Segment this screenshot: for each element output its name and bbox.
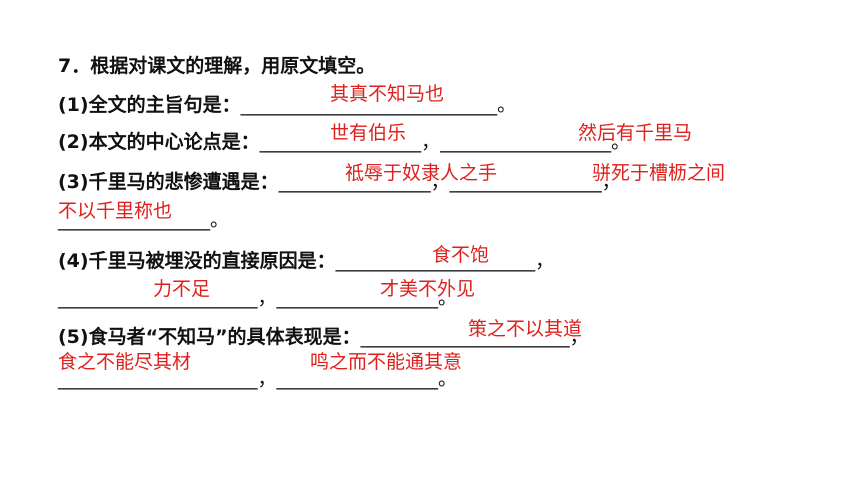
q3-prompt: (3)千里马的悲惨遭遇是： (58, 171, 279, 193)
q3-line: (3)千里马的悲惨遭遇是：________________，__________… (58, 170, 621, 194)
q2-blank-1[interactable]: _________________， (259, 131, 441, 153)
question-title: 7．根据对课文的理解，用原文填空。 (58, 55, 376, 77)
q3-blank-3[interactable]: ________________。 (58, 209, 230, 231)
q3-blank-1[interactable]: ________________， (278, 171, 450, 193)
q4-answer-1: 食不饱 (432, 244, 490, 266)
q5-line: (5)食马者“不知马”的具体表现是：______________________… (58, 325, 589, 349)
q5-prompt: (5)食马者“不知马”的具体表现是： (58, 326, 361, 348)
q4-blank-2[interactable]: _____________________， (58, 287, 277, 309)
q4-answer-2: 力不足 (153, 278, 211, 300)
q4-blank-3[interactable]: _________________。 (276, 287, 458, 309)
q2-prompt: (2)本文的中心论点是： (58, 131, 260, 153)
q1-prompt: (1)全文的主旨句是： (58, 94, 241, 116)
q5-blank-3[interactable]: _________________。 (276, 368, 458, 390)
q3-answer-2: 骈死于槽枥之间 (592, 162, 726, 184)
q3-answer-3: 不以千里称也 (58, 200, 173, 222)
q5-answer-3: 鸣之而不能通其意 (310, 351, 463, 373)
q3-answer-1: 祗辱于奴隶人之手 (345, 162, 498, 184)
q4-line-2: _____________________，_________________。 (58, 286, 457, 310)
q2-line: (2)本文的中心论点是：_________________，__________… (58, 130, 630, 154)
q5-blank-2[interactable]: _____________________， (58, 368, 277, 390)
q4-prompt: (4)千里马被埋没的直接原因是： (58, 250, 336, 272)
q5-answer-1: 策之不以其道 (468, 318, 583, 340)
q2-answer-2: 然后有千里马 (578, 122, 693, 144)
q3-blank-2[interactable]: ________________， (449, 171, 621, 193)
q2-answer-1: 世有伯乐 (330, 122, 407, 144)
q1-line: (1)全文的主旨句是：___________________________。 (58, 93, 516, 117)
q2-blank-2[interactable]: __________________。 (440, 131, 631, 153)
q1-answer: 其真不知马也 (330, 83, 445, 105)
q5-blank-1[interactable]: ______________________， (360, 326, 589, 348)
q5-line-2: _____________________，_________________。 (58, 367, 457, 391)
q1-blank[interactable]: ___________________________。 (240, 94, 517, 116)
q4-line: (4)千里马被埋没的直接原因是：_____________________， (58, 249, 554, 273)
q4-blank-1[interactable]: _____________________， (335, 250, 555, 272)
q4-answer-3: 才美不外见 (380, 278, 476, 300)
q3-line-2: ________________。 (58, 208, 229, 232)
q5-answer-2: 食之不能尽其材 (58, 351, 192, 373)
